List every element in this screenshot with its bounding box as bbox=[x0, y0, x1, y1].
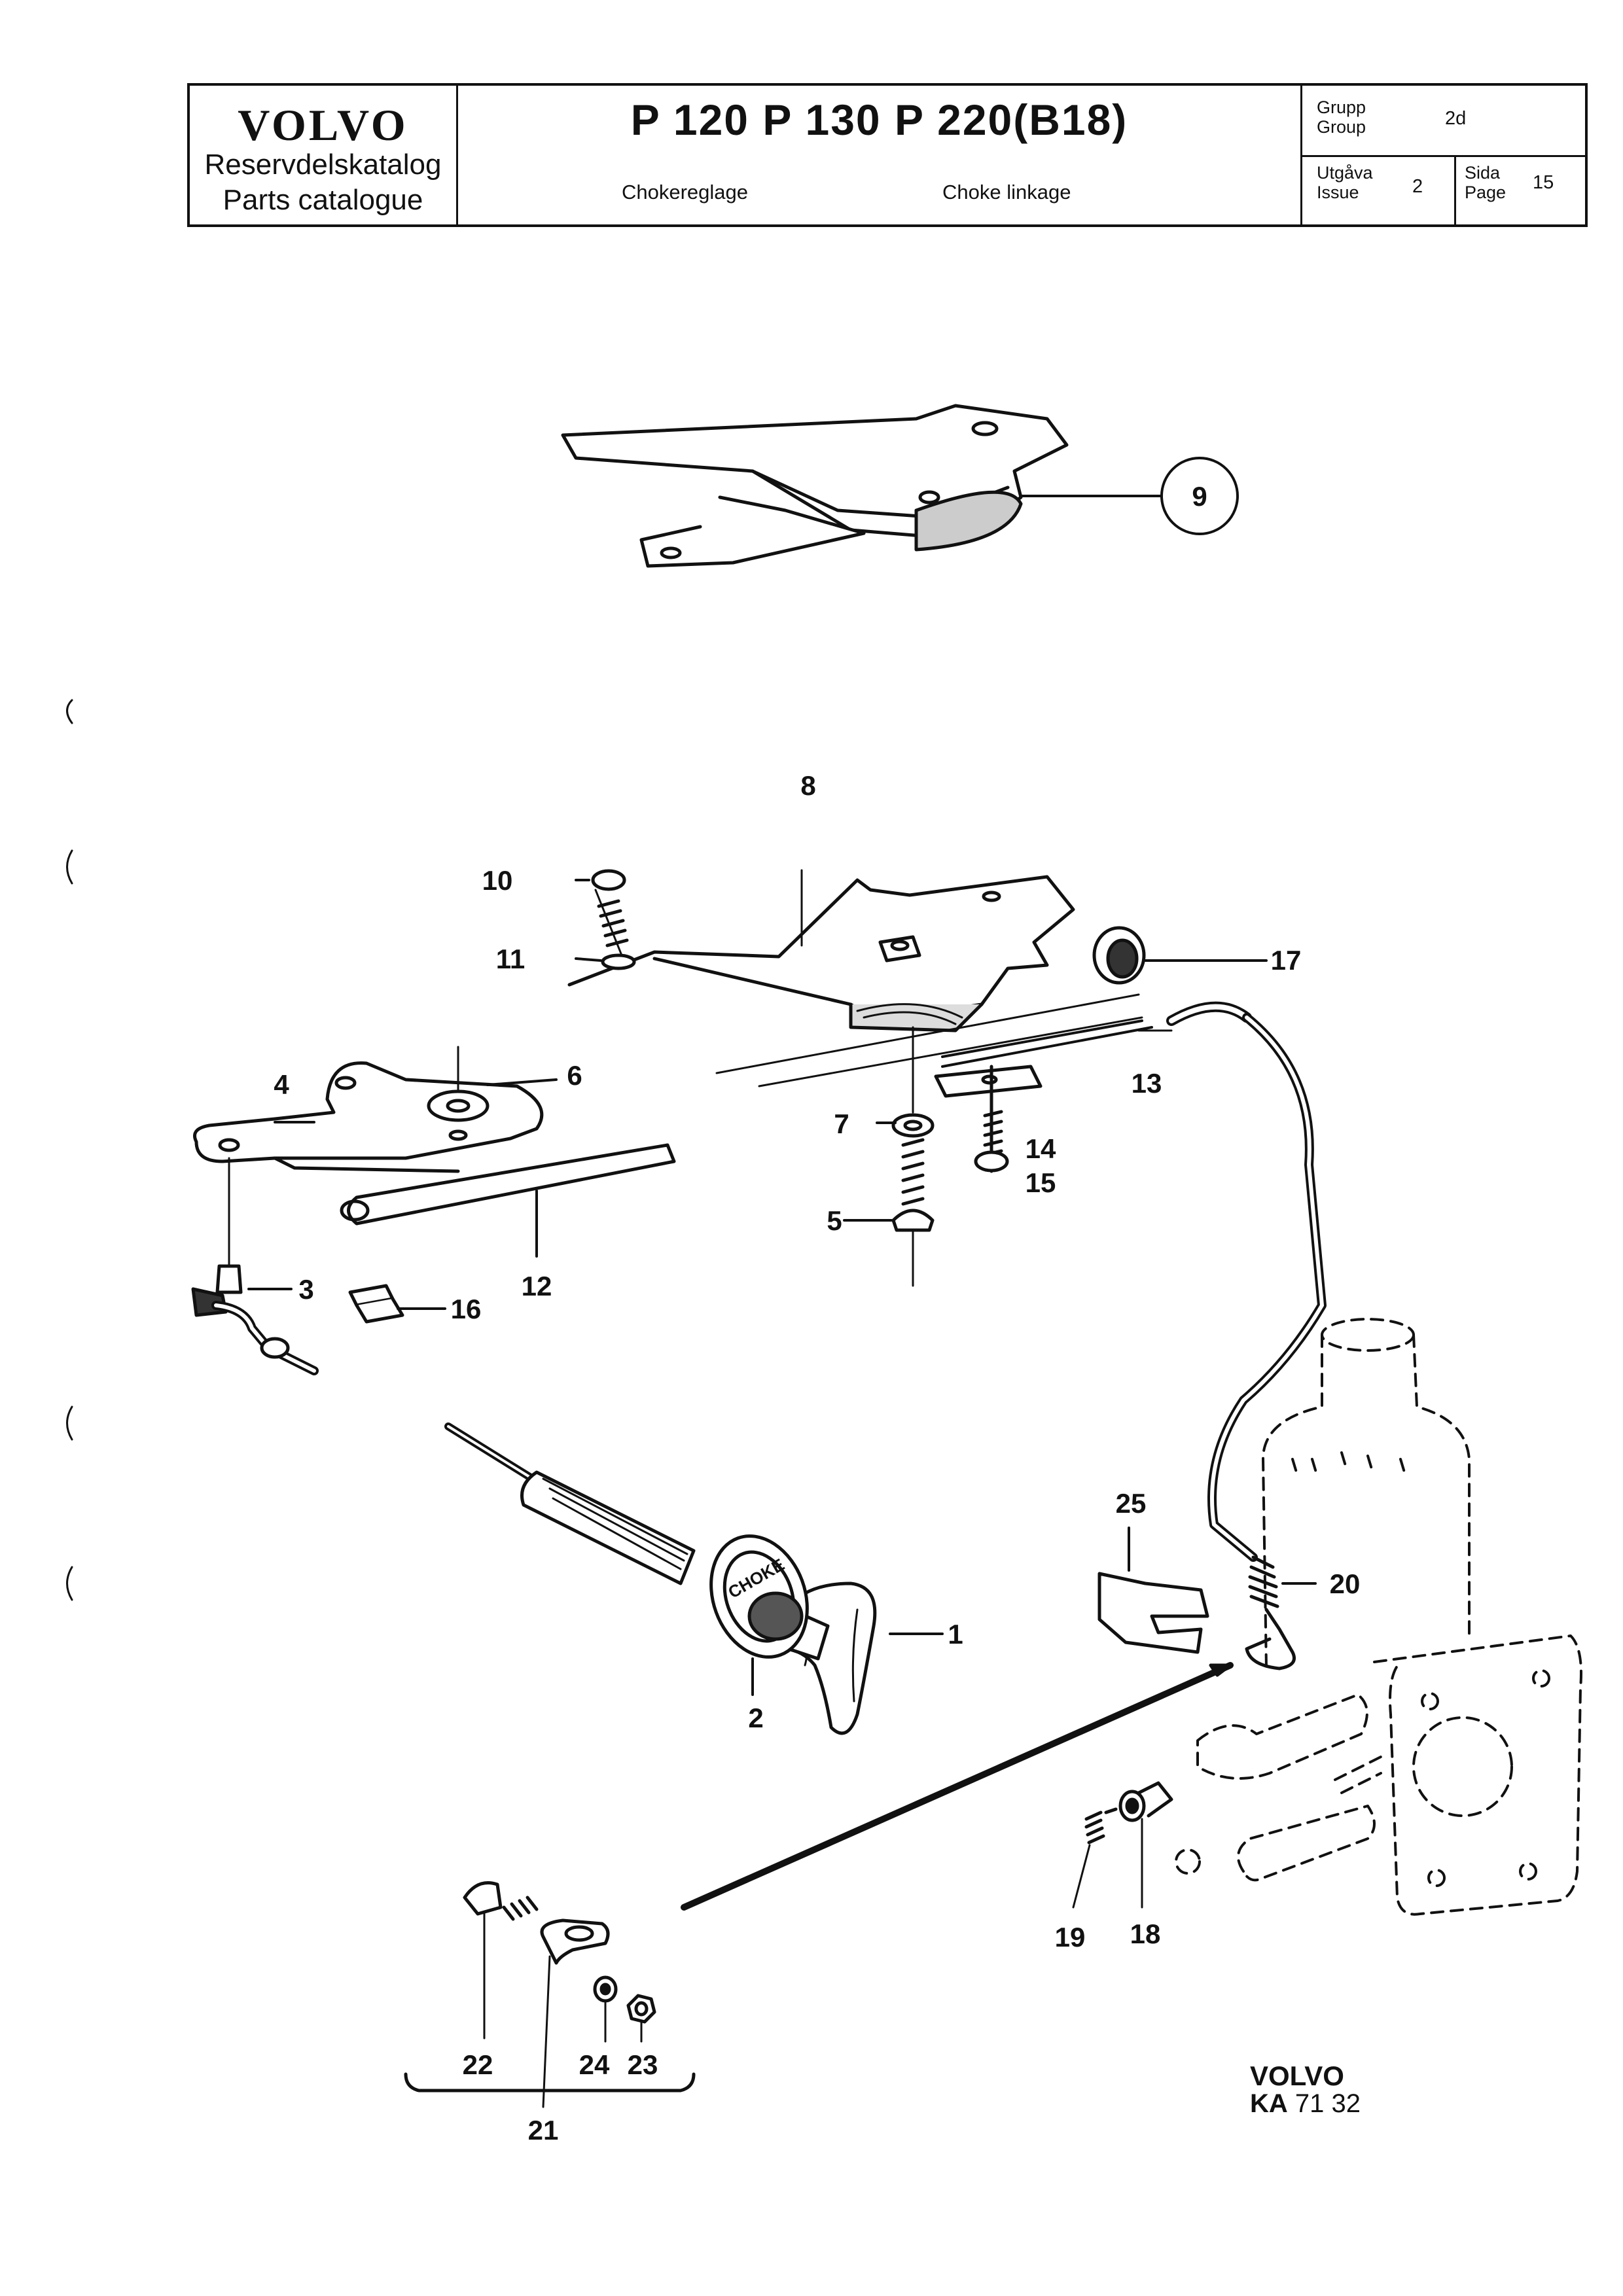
callout-6: 6 bbox=[567, 1060, 582, 1091]
section-title-en: Choke linkage bbox=[942, 181, 1071, 203]
callout-22: 22 bbox=[463, 2049, 493, 2080]
part-18-swivel bbox=[1118, 1781, 1173, 1909]
issue-value: 2 bbox=[1412, 176, 1423, 197]
group-row: Grupp Group 2d bbox=[1302, 86, 1585, 157]
part-9-plate-assembly bbox=[561, 404, 1163, 568]
part-19-screw bbox=[1072, 1807, 1118, 1909]
carburettor-outline bbox=[1175, 1318, 1582, 1916]
part-4-lever bbox=[193, 1046, 558, 1173]
callout-18: 18 bbox=[1130, 1918, 1161, 1949]
issue-label-sv: Utgåva bbox=[1317, 163, 1373, 183]
footer-code-prefix: KA bbox=[1250, 2089, 1288, 2118]
callout-19: 19 bbox=[1055, 1922, 1086, 1952]
page-label-sv: Sida bbox=[1465, 163, 1501, 183]
part-2-bezel bbox=[709, 1534, 809, 1696]
part-7-lockwasher bbox=[876, 1113, 935, 1138]
group-label-en: Group bbox=[1317, 117, 1366, 137]
part-1-choke-knob bbox=[444, 1422, 944, 1735]
assembly-bracket bbox=[404, 2072, 696, 2093]
issue-label-en: Issue bbox=[1317, 183, 1359, 202]
callout-3: 3 bbox=[298, 1274, 313, 1305]
group-value: 2d bbox=[1445, 108, 1467, 129]
part-24-washer bbox=[593, 1975, 618, 2043]
part-8-bracket bbox=[567, 869, 1075, 1033]
callout-20: 20 bbox=[1330, 1568, 1361, 1599]
callout-24: 24 bbox=[579, 2049, 610, 2080]
part-14-clip bbox=[934, 1065, 1043, 1173]
part-12-rod bbox=[340, 1143, 676, 1258]
callout-12: 12 bbox=[522, 1271, 552, 1301]
brand-logo: VOLVO bbox=[238, 100, 408, 150]
page-value: 15 bbox=[1533, 172, 1554, 193]
callout-8: 8 bbox=[800, 770, 815, 801]
title-cell: P 120 P 130 P 220(B18) Chokereglage Chok… bbox=[458, 86, 1302, 224]
callout-9: 9 bbox=[1192, 481, 1207, 512]
part-3-ball-joint bbox=[191, 1157, 319, 1375]
callout-5: 5 bbox=[827, 1205, 842, 1236]
part-17-grommet bbox=[1092, 926, 1268, 985]
part-15-screw bbox=[974, 1110, 1009, 1173]
group-label-sv: Grupp bbox=[1317, 97, 1366, 117]
part-16-clip bbox=[348, 1284, 446, 1324]
part-5-screw bbox=[843, 1026, 935, 1287]
page-label-en: Page bbox=[1465, 183, 1507, 202]
callout-4: 4 bbox=[274, 1069, 289, 1100]
part-10-screw bbox=[575, 869, 629, 957]
part-21-link bbox=[540, 1918, 610, 2108]
brand-cell: VOLVO Reservdelskatalog Parts catalogue bbox=[190, 86, 458, 224]
part-22-screw bbox=[463, 1881, 539, 2040]
callout-13: 13 bbox=[1132, 1068, 1162, 1099]
footer-code-number: 71 32 bbox=[1294, 2089, 1361, 2118]
meta-cell: Grupp Group 2d Utgåva Issue 2 Sida Page … bbox=[1302, 86, 1585, 224]
part-11-washer bbox=[575, 953, 636, 970]
callout-15: 15 bbox=[1026, 1167, 1056, 1198]
callout-circle-9 bbox=[1160, 457, 1239, 535]
callout-7: 7 bbox=[834, 1108, 849, 1139]
callout-25: 25 bbox=[1116, 1488, 1147, 1519]
callout-14: 14 bbox=[1026, 1133, 1056, 1164]
part-25-clip bbox=[1097, 1527, 1209, 1654]
catalog-title-en: Parts catalogue bbox=[223, 184, 423, 216]
callout-1: 1 bbox=[948, 1619, 963, 1650]
callout-23: 23 bbox=[628, 2049, 658, 2080]
callout-11: 11 bbox=[496, 944, 525, 974]
callout-16: 16 bbox=[451, 1294, 482, 1324]
meta-divider bbox=[1454, 155, 1456, 224]
footer-code: VOLVO KA 71 32 bbox=[1250, 2060, 1361, 2118]
issue-page-row: Utgåva Issue 2 Sida Page 15 bbox=[1302, 155, 1585, 224]
header-block: VOLVO Reservdelskatalog Parts catalogue … bbox=[187, 83, 1588, 227]
callout-21: 21 bbox=[528, 2115, 559, 2146]
model-list: P 120 P 130 P 220(B18) bbox=[630, 96, 1128, 144]
part-23-nut bbox=[626, 1994, 656, 2043]
callout-17: 17 bbox=[1271, 945, 1302, 976]
section-title-sv: Chokereglage bbox=[622, 181, 749, 203]
catalog-title-sv: Reservdelskatalog bbox=[204, 149, 442, 181]
part-20-spring bbox=[1245, 1555, 1317, 1670]
footer-brand: VOLVO bbox=[1250, 2060, 1344, 2091]
callout-10: 10 bbox=[482, 865, 513, 896]
callout-2: 2 bbox=[748, 1703, 763, 1733]
